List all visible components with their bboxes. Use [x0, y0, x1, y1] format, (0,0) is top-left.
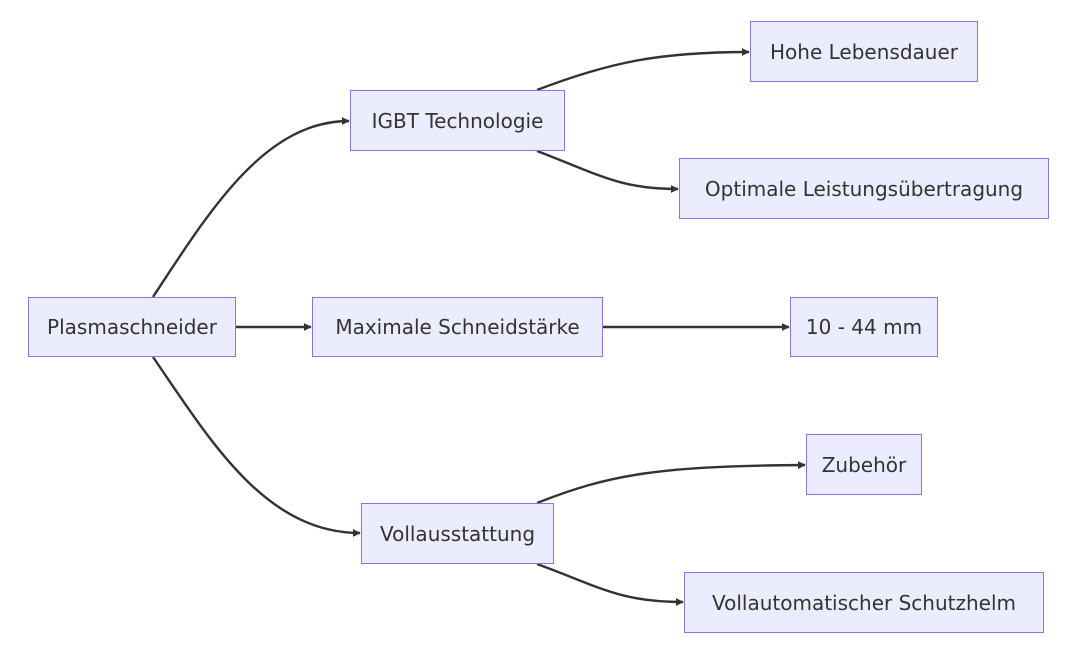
node-igbt-technologie: IGBT Technologie [350, 90, 565, 151]
node-maximale-schneidstaerke: Maximale Schneidstärke [312, 297, 603, 357]
edge-igbt-lebensdauer [536, 48, 750, 92]
node-plasmaschneider: Plasmaschneider [28, 297, 236, 357]
node-vollautomatischer-schutzhelm: Vollautomatischer Schutzhelm [684, 572, 1044, 633]
node-zubehoer: Zubehör [806, 434, 922, 495]
edge-vollausstattung-zubehoer [536, 461, 806, 505]
node-10-44-mm: 10 - 44 mm [790, 297, 938, 357]
edge-vollausstattung-helm [536, 562, 684, 606]
node-hohe-lebensdauer: Hohe Lebensdauer [750, 21, 978, 82]
edge-igbt-leistung [536, 149, 679, 193]
node-optimale-leistungsuebertragung: Optimale Leistungsübertragung [679, 158, 1049, 219]
edge-plasmaschneider-vollausstattung [152, 356, 361, 537]
edge-plasmaschneider-igbt [151, 117, 350, 298]
node-vollausstattung: Vollausstattung [361, 503, 554, 564]
